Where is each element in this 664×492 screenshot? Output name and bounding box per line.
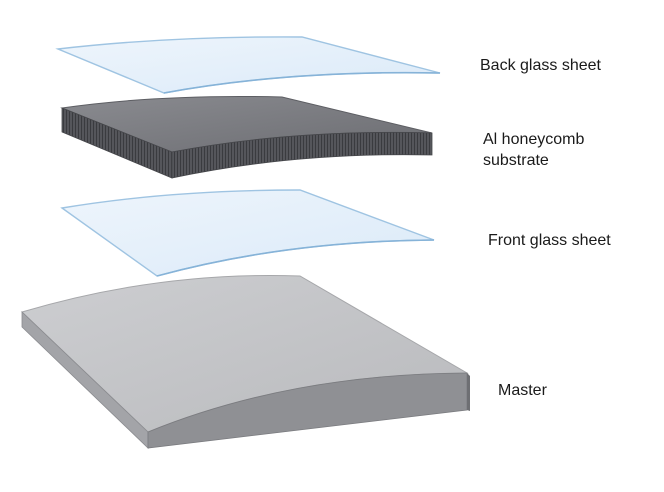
master-block (21, 274, 470, 449)
label-front-glass-sheet: Front glass sheet (488, 230, 611, 251)
back-glass-sheet (55, 36, 441, 94)
label-front-glass-sheet-line: Front glass sheet (488, 232, 611, 249)
label-al-honeycomb-line-1: Al honeycomb (483, 131, 585, 148)
front-glass-sheet-surface (60, 189, 435, 277)
al-honeycomb-front-side (171, 132, 433, 179)
label-master-line: Master (498, 382, 547, 399)
front-glass-sheet (60, 189, 435, 277)
master-front-face (147, 372, 468, 449)
back-glass-sheet-edge (163, 71, 441, 94)
al-honeycomb-substrate (60, 95, 433, 179)
label-al-honeycomb-substrate: Al honeycomb substrate (483, 129, 584, 171)
label-back-glass-sheet: Back glass sheet (480, 55, 601, 76)
master-right-face (467, 373, 470, 411)
label-al-honeycomb-line-2: substrate (483, 152, 549, 169)
front-glass-sheet-edge (156, 239, 435, 277)
label-master: Master (498, 380, 547, 401)
back-glass-sheet-surface (55, 36, 441, 94)
label-back-glass-sheet-line: Back glass sheet (480, 57, 601, 74)
